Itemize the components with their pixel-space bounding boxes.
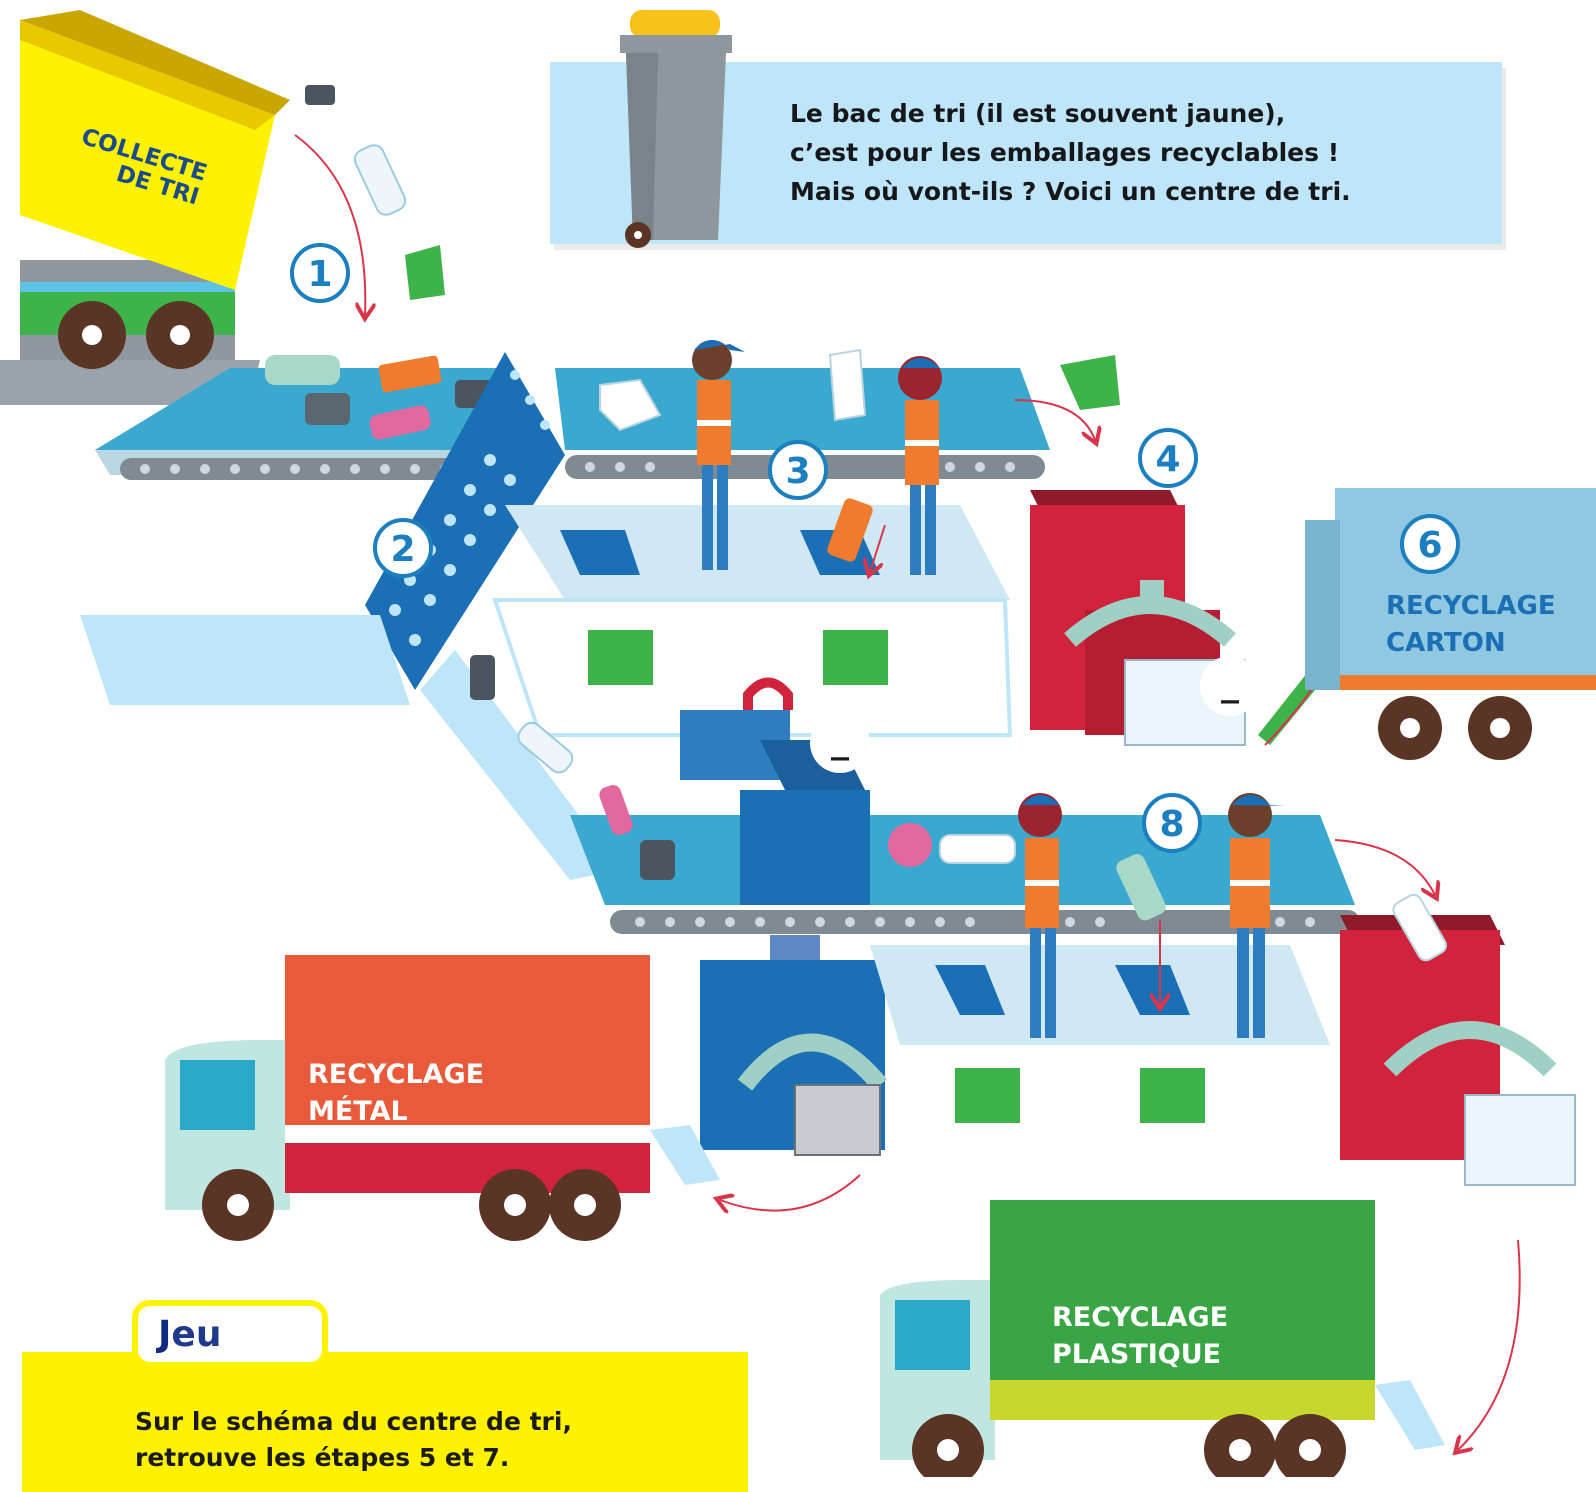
metal-truck-label-line2: MÉTAL (308, 1095, 408, 1127)
info-box: Le bac de tri (il est souvent jaune), c’… (550, 10, 1502, 248)
info-text: Le bac de tri (il est souvent jaune), c’… (790, 94, 1490, 211)
info-line: Le bac de tri (il est souvent jaune), (790, 99, 1286, 128)
carton-truck-label-line2: CARTON (1386, 628, 1506, 658)
can-item (640, 840, 675, 880)
step-8-number: 8 (1159, 804, 1184, 845)
hopper (560, 530, 640, 575)
bottle-item (1116, 854, 1166, 921)
green-bin (1140, 1068, 1205, 1123)
flow-arrow (720, 1174, 861, 1211)
screen-holes (389, 370, 550, 646)
game-title-initial: J (158, 1314, 172, 1355)
plastic-truck-label-line2: PLASTIQUE (1052, 1339, 1221, 1370)
green-bin (588, 630, 653, 685)
step-4-number: 4 (1155, 439, 1180, 480)
info-line: Mais où vont-ils ? Voici un centre de tr… (790, 177, 1351, 206)
carton-item (1060, 355, 1120, 410)
floor-outline (492, 598, 1013, 737)
bottle-item (827, 498, 873, 562)
game-title-rest: eu (171, 1314, 222, 1355)
side-platform (80, 615, 410, 705)
magnet-sorter (680, 677, 870, 905)
flow-arrow (1458, 1239, 1521, 1450)
step-8-badge: 8 (1142, 793, 1202, 853)
step-7-blank: _ (831, 720, 849, 761)
bottle-item (378, 355, 442, 393)
step-2-number: 2 (390, 529, 415, 570)
bottle-item (1392, 893, 1448, 962)
step-1-badge: 1 (290, 243, 350, 303)
metal-truck-label-line1: RECYCLAGE (308, 1059, 484, 1090)
hopper (935, 965, 1005, 1015)
step-5-blank-badge: _ (1200, 656, 1260, 716)
game-line: retrouve les étapes 5 et 7. (135, 1443, 510, 1472)
green-bin (955, 1068, 1020, 1123)
step-4-badge: 4 (1138, 428, 1198, 488)
step-5-blank: _ (1221, 663, 1239, 704)
carton-truck-label-line1: RECYCLAGE (1386, 591, 1556, 621)
step-7-blank-badge: _ (810, 713, 870, 773)
step-1-number: 1 (307, 254, 332, 295)
collection-truck (0, 10, 290, 405)
game-line: Sur le schéma du centre de tri, (135, 1407, 572, 1436)
bottle-item (265, 355, 340, 385)
bottle-item (353, 144, 407, 216)
can-item (305, 393, 350, 425)
game-tab: Jeu (132, 1300, 328, 1368)
bottle-item (369, 405, 431, 440)
sorting-bin-icon (620, 10, 732, 248)
worker (1018, 793, 1062, 1038)
can-item (470, 655, 495, 700)
chute (420, 650, 620, 880)
step-2-badge: 2 (373, 518, 433, 578)
plastic-truck-label-line1: RECYCLAGE (1052, 1302, 1228, 1333)
bottle-item (888, 823, 932, 867)
flow-arrow (1014, 399, 1095, 440)
metal-truck (165, 955, 720, 1241)
bottle-item (517, 721, 574, 774)
plastic-truck (880, 1200, 1445, 1477)
step-6-number: 6 (1417, 525, 1442, 566)
carton-item (828, 348, 867, 422)
metal-baler (700, 935, 887, 1156)
flow-arrow-1 (294, 134, 365, 315)
worker (1228, 793, 1285, 1038)
game-instructions: Sur le schéma du centre de tri, retrouve… (135, 1404, 735, 1476)
flow-arrow (1334, 839, 1435, 895)
hopper (1115, 965, 1190, 1015)
green-bin (823, 630, 888, 685)
game-title: Jeu (158, 1314, 221, 1355)
step-3-number: 3 (785, 451, 810, 492)
game-box (22, 1352, 748, 1492)
screen-drum (365, 352, 565, 690)
step-6-badge: 6 (1400, 514, 1460, 574)
carton-item (599, 378, 662, 432)
info-line: c’est pour les emballages recyclables ! (790, 138, 1340, 167)
can-item (305, 85, 335, 105)
carton-item (405, 245, 445, 300)
worker (692, 340, 745, 570)
step-3-badge: 3 (768, 440, 828, 500)
flow-arrow (870, 524, 886, 572)
carton-truck (1305, 488, 1596, 760)
plastic-baler (1340, 915, 1576, 1186)
bottle-item (939, 834, 1016, 864)
bottle-item (599, 784, 633, 836)
worker (898, 356, 942, 575)
